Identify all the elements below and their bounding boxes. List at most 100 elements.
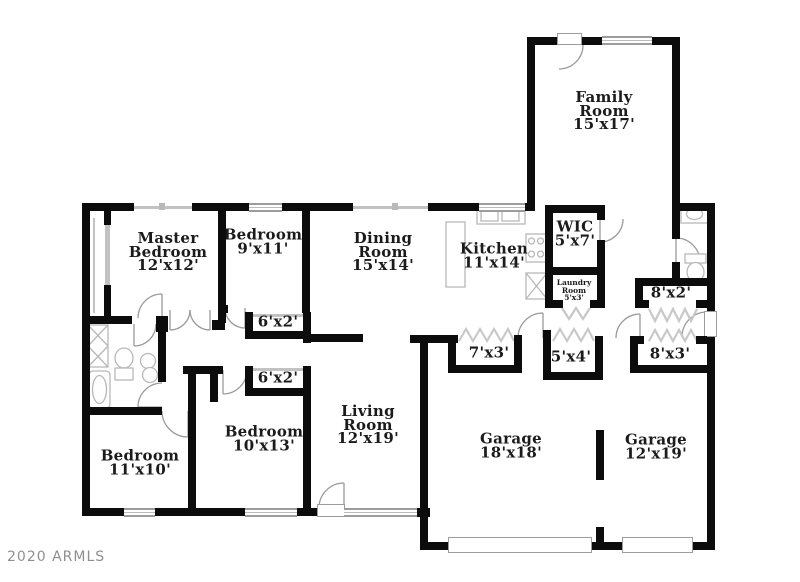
wall bbox=[652, 37, 680, 45]
window bbox=[344, 508, 418, 517]
window-mullion bbox=[392, 203, 398, 210]
wall bbox=[448, 365, 522, 373]
door bbox=[557, 33, 582, 45]
bathtub-basin-icon bbox=[91, 374, 108, 405]
label-closet-5x4: 5'x4' bbox=[550, 347, 592, 366]
label-closet-8x2: 8'x2' bbox=[650, 283, 692, 302]
window bbox=[124, 508, 155, 517]
label-closet-6x2-bedroom: 6'x2' bbox=[257, 368, 299, 387]
wall bbox=[303, 312, 311, 339]
stove-burner-icon bbox=[536, 250, 545, 258]
wall bbox=[525, 203, 535, 211]
stove-burner-icon bbox=[527, 237, 536, 245]
door-arc-hall-left bbox=[169, 309, 191, 331]
wall bbox=[448, 341, 456, 372]
shower-icon bbox=[87, 324, 109, 368]
wall bbox=[188, 372, 196, 508]
wall bbox=[155, 508, 245, 516]
window bbox=[245, 508, 297, 517]
kitchen-counter-icon bbox=[445, 221, 466, 288]
door-arc-family-room bbox=[558, 44, 584, 70]
wall bbox=[212, 320, 225, 330]
wall bbox=[630, 336, 638, 373]
wall bbox=[245, 366, 253, 396]
wall bbox=[672, 37, 680, 211]
wall bbox=[693, 542, 715, 550]
wall bbox=[595, 336, 603, 380]
door-arc-bedroom-9x11 bbox=[224, 307, 246, 329]
label-closet-6x2-hall: 6'x2' bbox=[257, 312, 299, 331]
wall bbox=[545, 267, 553, 308]
label-closet-8x3: 8'x3' bbox=[649, 344, 691, 363]
wall bbox=[245, 312, 253, 339]
wall bbox=[597, 267, 605, 308]
wall bbox=[428, 203, 479, 211]
front-door bbox=[317, 504, 345, 517]
wall bbox=[156, 316, 168, 332]
wall bbox=[104, 211, 111, 225]
wall bbox=[82, 203, 90, 516]
wall bbox=[210, 374, 218, 402]
toilet-tank-icon bbox=[114, 367, 134, 381]
wall bbox=[158, 331, 166, 382]
wall bbox=[696, 336, 707, 344]
wall bbox=[545, 300, 563, 308]
wall bbox=[527, 37, 560, 45]
wall bbox=[545, 205, 605, 213]
window-mullion bbox=[159, 203, 165, 210]
wall bbox=[630, 365, 715, 373]
wall bbox=[311, 334, 363, 342]
wall bbox=[245, 388, 311, 396]
wall bbox=[410, 335, 458, 343]
closet-shelf-line bbox=[93, 218, 95, 313]
sink-icon bbox=[141, 366, 159, 384]
window bbox=[353, 206, 428, 209]
wall bbox=[303, 331, 311, 343]
toilet-icon bbox=[114, 347, 134, 369]
wall bbox=[635, 278, 643, 308]
bifold-door-set bbox=[458, 305, 698, 344]
shower-x-icon bbox=[87, 324, 109, 368]
bifold-laundry bbox=[561, 305, 591, 322]
stove-burner-icon bbox=[536, 237, 545, 245]
stove-burner-icon bbox=[527, 250, 536, 258]
sliding-closet-door bbox=[105, 225, 110, 285]
wall bbox=[597, 205, 605, 220]
watermark: 2020 ARMLS bbox=[7, 549, 106, 565]
door-arc-bedroom-10x13 bbox=[222, 369, 248, 395]
bifold-closet-7x3 bbox=[458, 326, 515, 344]
wall bbox=[218, 203, 226, 323]
bifold-closet-5x4 bbox=[552, 326, 595, 344]
wall bbox=[596, 430, 604, 480]
door-arc-bedroom-11x10 bbox=[161, 410, 189, 438]
wall bbox=[218, 305, 228, 313]
wall bbox=[635, 300, 649, 308]
door-arc-hall-right bbox=[189, 309, 211, 331]
fixture-set bbox=[87, 204, 709, 409]
wall bbox=[592, 542, 622, 550]
bifold-closet-8x3 bbox=[648, 327, 698, 344]
wall bbox=[514, 335, 522, 372]
wall bbox=[543, 372, 603, 380]
wall bbox=[282, 203, 353, 211]
sliding-closet-door bbox=[253, 314, 303, 317]
wall bbox=[635, 278, 708, 286]
wall bbox=[88, 316, 132, 324]
wall bbox=[597, 240, 605, 275]
garage-door bbox=[622, 537, 693, 553]
toilet-tank-icon bbox=[684, 253, 707, 264]
wall bbox=[82, 203, 134, 211]
window bbox=[602, 36, 652, 45]
bifold-closet-8x2 bbox=[648, 306, 698, 324]
sink-icon bbox=[139, 352, 157, 370]
